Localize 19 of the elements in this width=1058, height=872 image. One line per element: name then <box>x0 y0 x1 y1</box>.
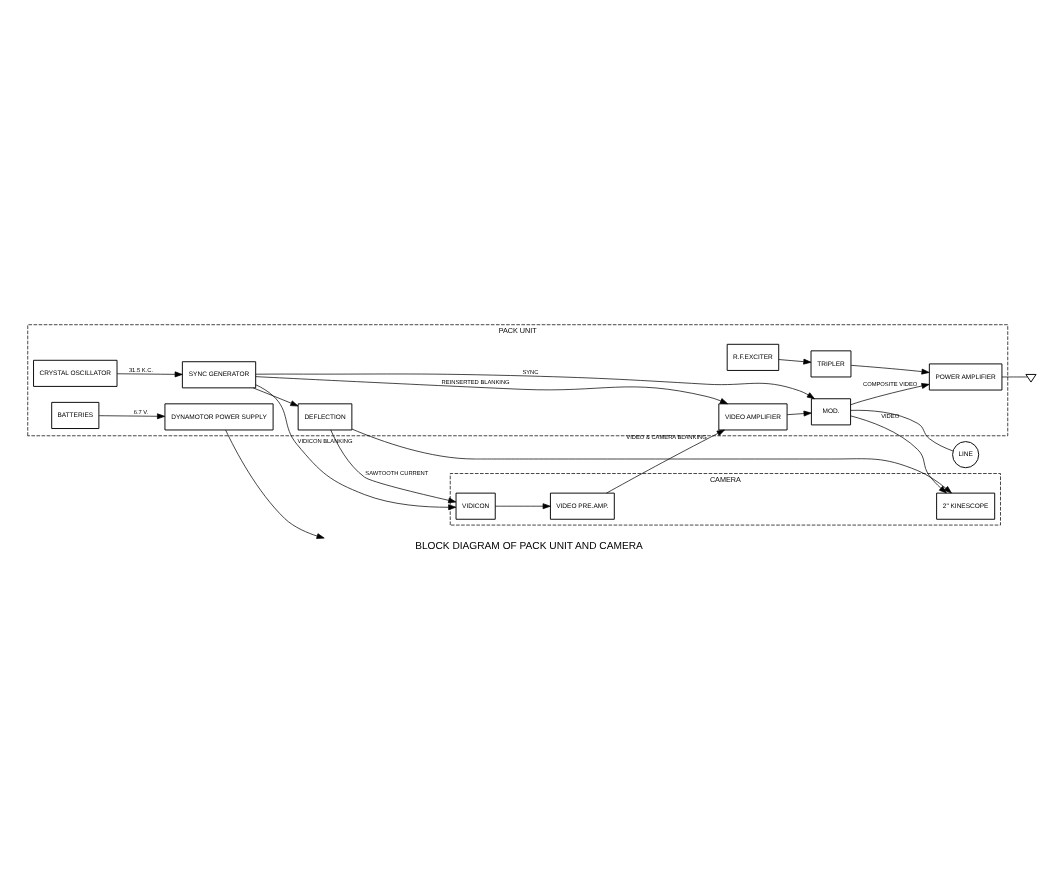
arrow <box>850 414 947 493</box>
arrow <box>850 363 930 374</box>
connector <box>1001 375 1028 377</box>
arrow <box>786 409 812 416</box>
arrow <box>98 412 166 419</box>
arrow <box>116 370 183 377</box>
arrow <box>495 502 551 509</box>
arrow <box>330 428 457 503</box>
arrow <box>606 428 725 493</box>
node-antenna <box>1025 372 1037 382</box>
arrow <box>255 375 728 404</box>
arrow <box>255 383 457 510</box>
arrow <box>778 357 812 364</box>
connector <box>850 408 954 451</box>
arrow <box>850 382 930 405</box>
arrow <box>351 427 952 493</box>
arrow <box>253 386 299 406</box>
arrow <box>255 372 815 399</box>
arrow <box>225 428 325 538</box>
